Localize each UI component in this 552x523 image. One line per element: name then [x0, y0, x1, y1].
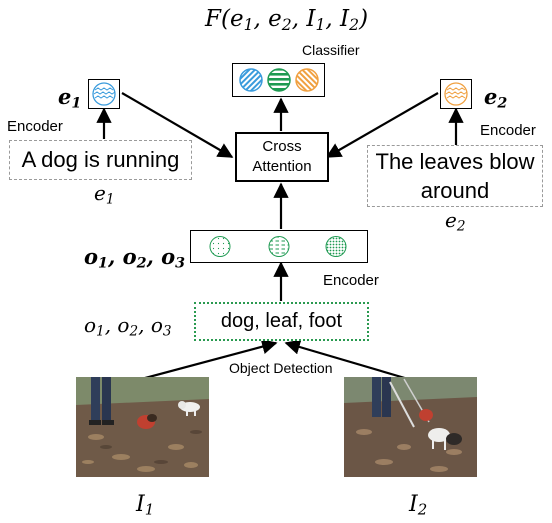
- class-green-icon: [266, 67, 291, 92]
- left-encoder-label: Encoder: [7, 118, 63, 135]
- e1-symbol: e1: [94, 181, 115, 208]
- classifier-label: Classifier: [302, 42, 360, 58]
- arrow-image2-to-detected: [284, 339, 416, 383]
- e2-embedding-label: e2: [484, 84, 508, 112]
- e1-embedding-box: [88, 79, 120, 109]
- class-blue-icon: [238, 67, 263, 92]
- arrow-image1-to-detected: [133, 339, 278, 383]
- cross-attention-line2: Attention: [252, 158, 312, 175]
- object-leaf-icon: [268, 236, 290, 257]
- cross-attention-line1: Cross: [262, 138, 302, 155]
- sentence-2-line1: The leaves blow: [375, 149, 535, 174]
- object-embedding-label: o1, o2, o3: [84, 244, 186, 272]
- e2-zigzag-icon: [444, 82, 468, 106]
- cross-attention-box: Cross Attention: [235, 132, 329, 182]
- e1-zigzag-icon: [92, 82, 116, 106]
- sentence-2-box: The leaves blow around: [367, 145, 543, 207]
- object-embedding-box: [190, 230, 368, 263]
- output-formula: F(e1, e2, I1, I2): [205, 6, 369, 34]
- e2-embedding-box: [440, 79, 472, 109]
- sentence-1-box: A dog is running: [9, 140, 192, 180]
- arrow-e2-to-attention: [325, 92, 439, 158]
- image-1: [76, 377, 209, 477]
- image-1-symbol: I1: [136, 492, 155, 519]
- object-foot-icon: [325, 236, 347, 257]
- e1-embedding-label: e1: [58, 84, 82, 112]
- object-detection-label: Object Detection: [227, 360, 335, 376]
- image-2: [344, 377, 477, 477]
- image-2-symbol: I2: [409, 492, 428, 519]
- sentence-2-line2: around: [420, 178, 490, 203]
- arrow-e1-to-attention: [121, 92, 234, 158]
- class-orange-icon: [294, 67, 319, 92]
- object-encoder-label: Encoder: [323, 272, 379, 289]
- object-dog-icon: [209, 236, 231, 257]
- classifier-box: [232, 63, 325, 97]
- object-list-label: o1, o2, o3: [84, 313, 172, 340]
- e2-symbol: e2: [445, 208, 466, 235]
- detected-objects-box: dog, leaf, foot: [194, 302, 369, 341]
- right-encoder-label: Encoder: [480, 122, 536, 139]
